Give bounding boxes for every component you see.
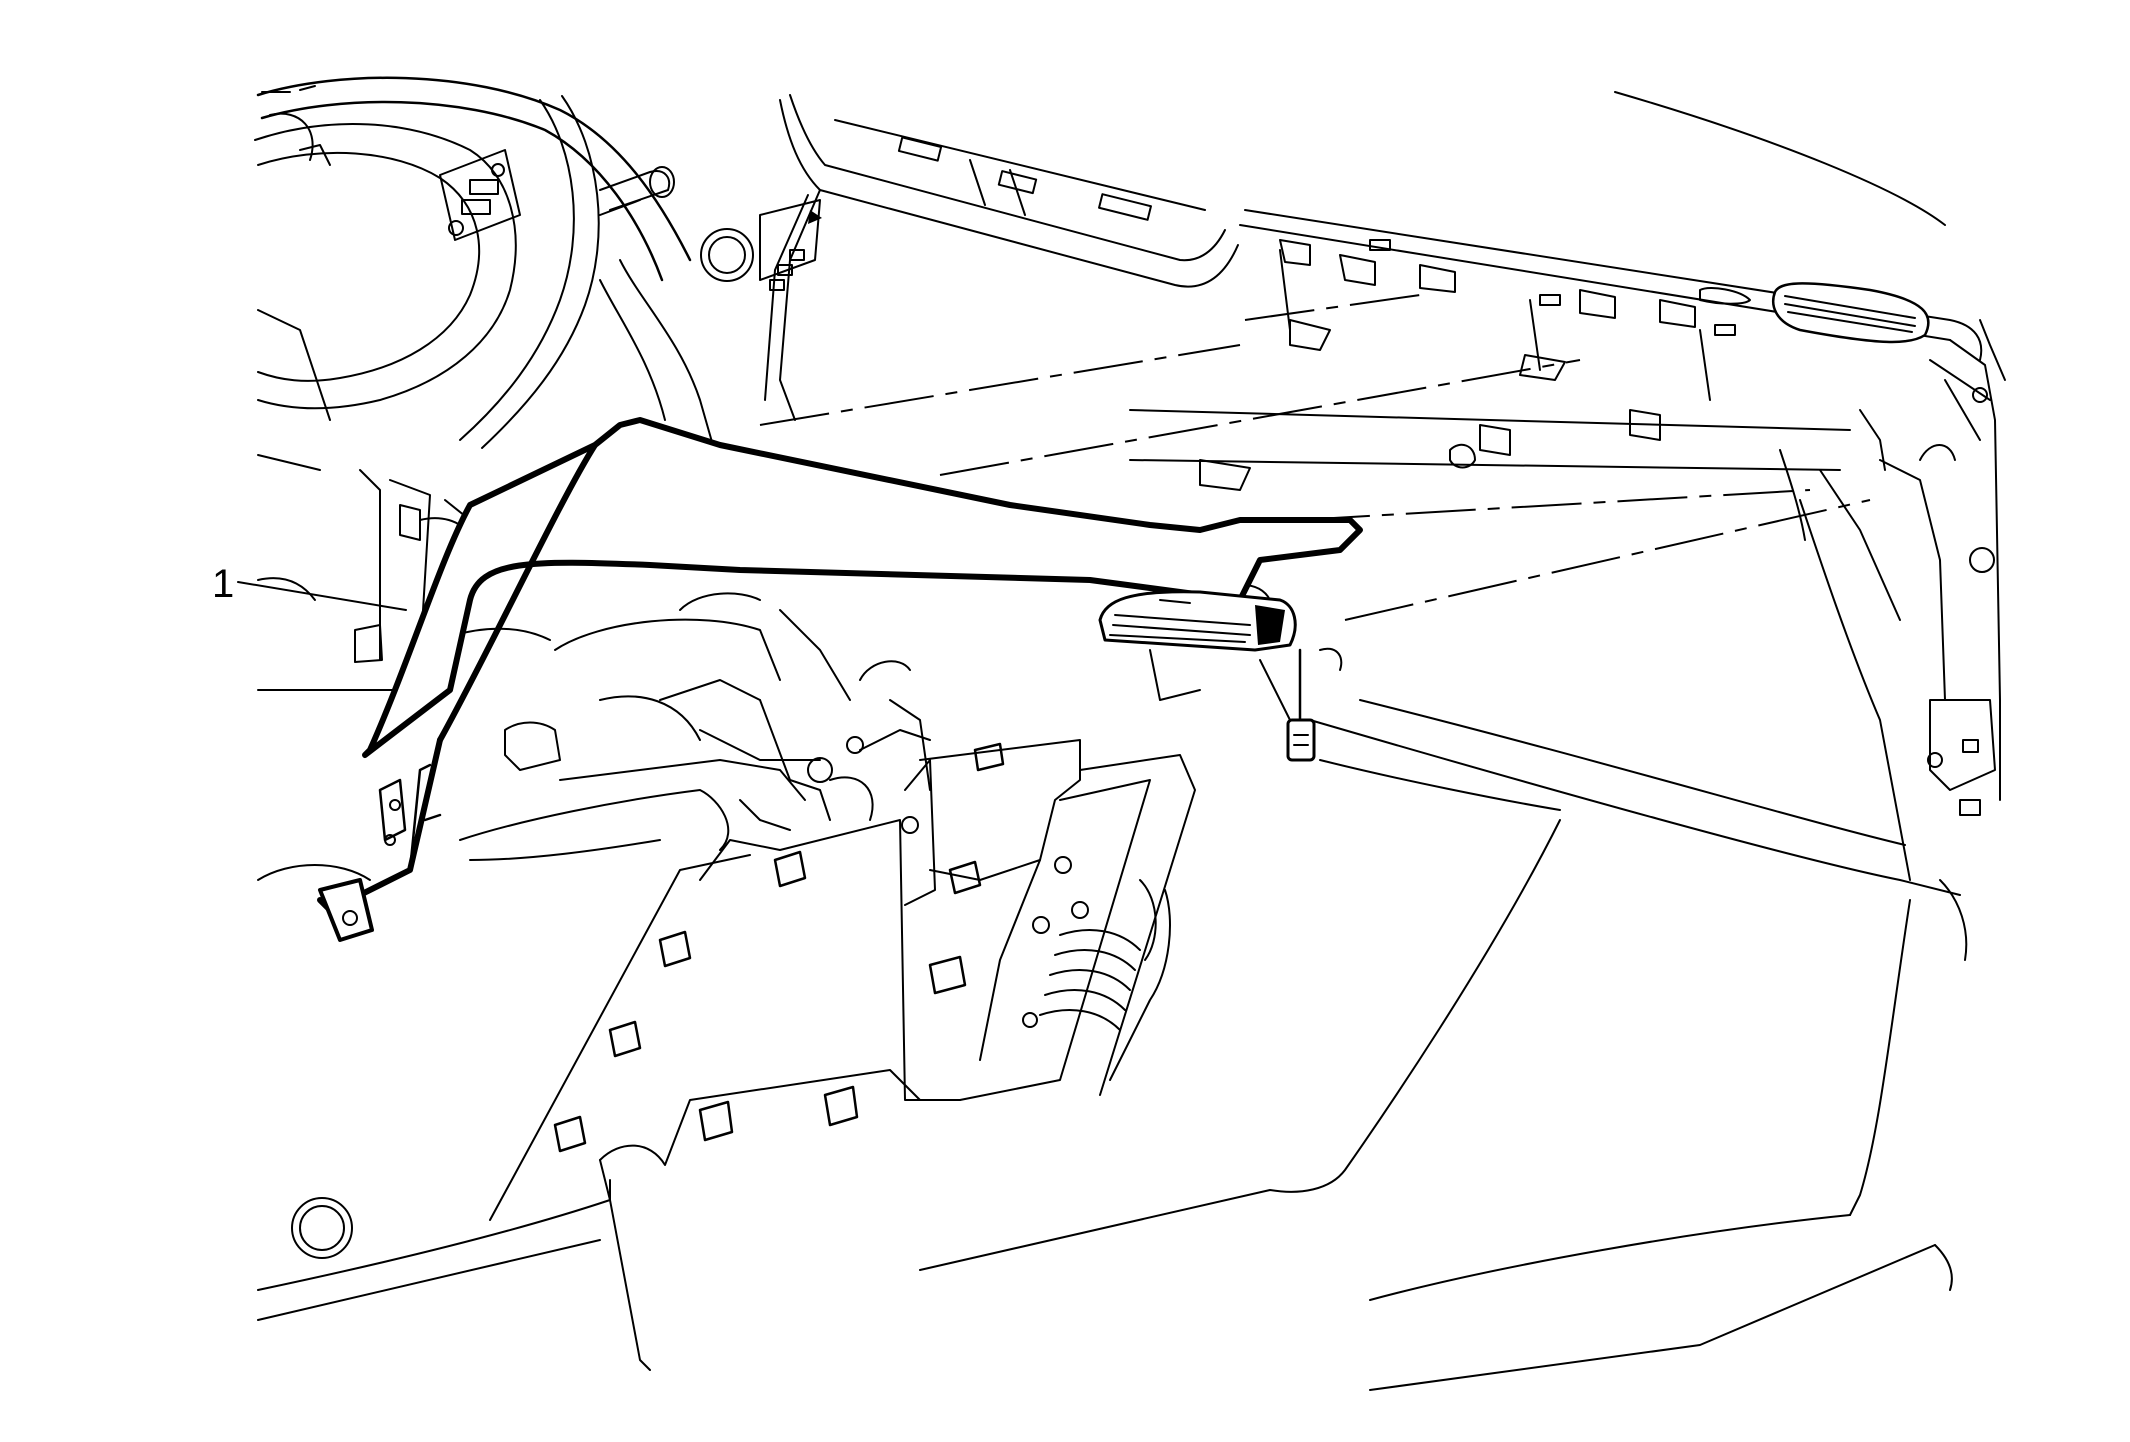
callout-label-1: 1 [212,562,234,606]
left-center-air-vent [1098,590,1297,652]
column-support-bracket [901,739,1196,1101]
cross-car-beam [1129,239,1851,491]
alignment-lines [759,294,1871,621]
center-stack [759,94,1239,421]
left-dash-side [257,309,471,663]
callout-1: 1 [212,562,407,611]
right-lower-trim [1779,409,1996,961]
steering-column [599,166,754,471]
lower-dash [257,689,1961,1391]
upper-trim-panel-part-1 [317,417,1363,942]
right-air-vent [1699,282,1930,344]
steering-wheel [254,76,692,449]
electrical-connector [1286,647,1343,762]
upper-dash [1239,91,2006,816]
lower-panel-clips [553,742,1005,1153]
